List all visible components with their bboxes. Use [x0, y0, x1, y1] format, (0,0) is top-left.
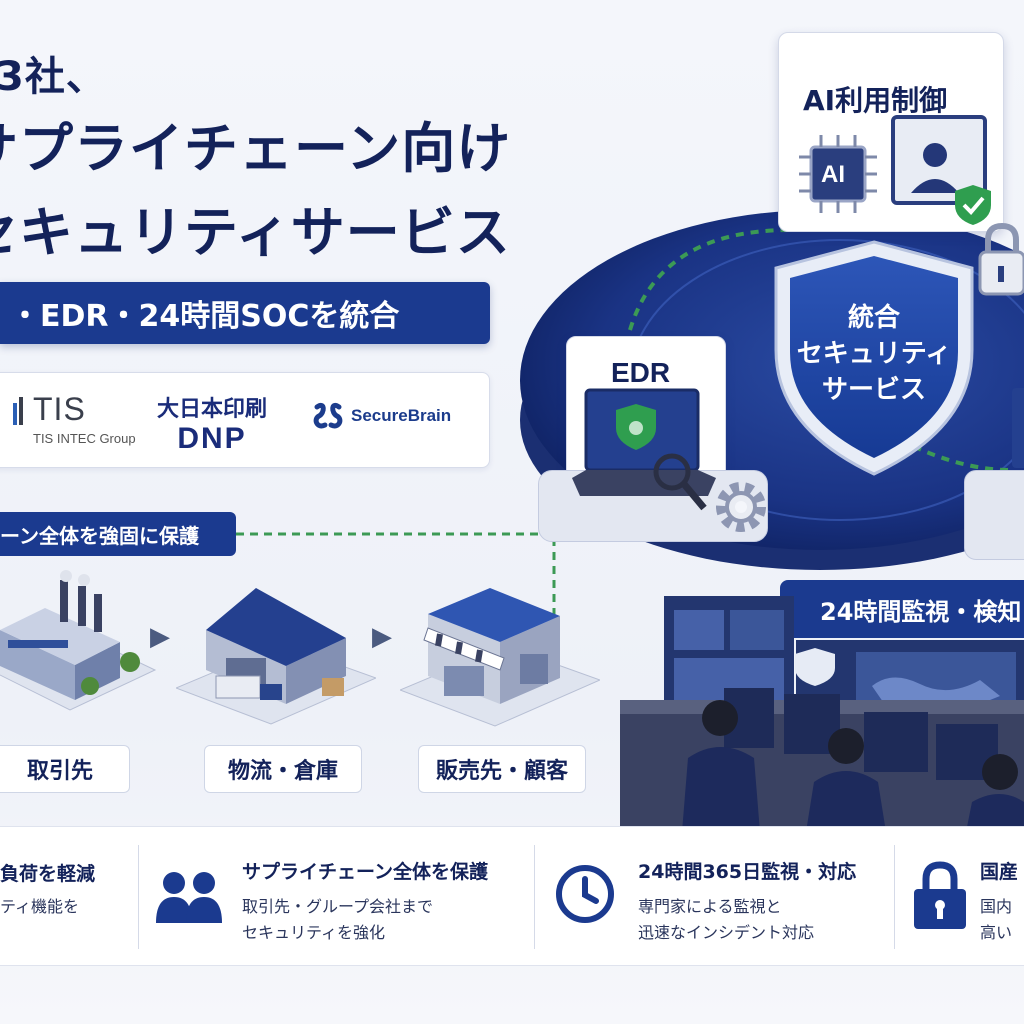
chain-arrow-icon: ▶ — [150, 622, 170, 652]
headline-line-1: サプライチェーン向け — [0, 117, 512, 180]
warehouse-illustration — [176, 588, 376, 725]
shield-label-line: セキュリティ — [796, 339, 952, 369]
chain-stage-label: 販売先・顧客 — [435, 759, 568, 784]
tis-mark-icon — [13, 397, 23, 425]
feature-24h-monitoring: 24時間365日監視・対応 専門家による監視と 迅速なインシデント対応 — [552, 827, 882, 967]
people-icon — [156, 872, 222, 923]
shield-label-line: 統合 — [847, 303, 900, 333]
feature-line: 専門家による監視と — [638, 897, 782, 916]
chain-stage-label: 物流・倉庫 — [227, 759, 338, 784]
lock-icon — [914, 861, 966, 929]
tis-sub: TIS INTEC Group — [33, 431, 136, 446]
tis-name: TIS — [33, 391, 86, 427]
ai-control-title: AI利用制御 — [803, 84, 948, 117]
partial-device-screen — [1012, 388, 1024, 468]
feature-title: 国産 — [980, 861, 1019, 883]
feature-divider — [138, 845, 139, 949]
feature-domestic: 国産 国内 高い — [908, 827, 1024, 967]
user-monitor-icon — [891, 115, 987, 205]
ai-chip-icon — [799, 135, 877, 213]
dnp-jp-name: 大日本印刷 — [156, 397, 267, 422]
feature-workload: 負荷を軽減 ティ機能を — [0, 827, 130, 967]
feature-supply-chain: サプライチェーン全体を保護 取引先・グループ会社まで セキュリティを強化 — [150, 827, 530, 967]
chain-stage-customer: 販売先・顧客 — [418, 745, 586, 793]
integrated-shield-icon — [774, 240, 974, 476]
feature-title: サプライチェーン全体を保護 — [242, 861, 489, 883]
soc-banner-text: 24時間監視・検知 — [820, 597, 1022, 626]
ai-control-card: AI利用制御 AI — [778, 32, 1004, 232]
dnp-logo: 大日本印刷 DNP — [147, 391, 277, 455]
partner-logos-panel: TIS TIS INTEC Group 大日本印刷 DNP SecureBrai… — [0, 372, 490, 468]
tagline-text: ・EDR・24時間SOCを統合 — [10, 299, 400, 334]
feature-divider — [894, 845, 895, 949]
clock-icon — [556, 865, 614, 923]
securebrain-name: SecureBrain — [351, 406, 452, 425]
headline-prefix: 3社、 — [0, 54, 107, 100]
chain-stage-label: 取引先 — [26, 759, 93, 784]
feature-line: 国内 — [980, 897, 1013, 916]
shield-label-line: サービス — [821, 375, 926, 405]
ai-chip-label: AI — [821, 161, 845, 188]
chain-stage-logistics: 物流・倉庫 — [204, 745, 362, 793]
securebrain-mark-icon — [313, 402, 343, 429]
soc-monitor-wall — [620, 596, 1024, 832]
feature-line: セキュリティを強化 — [242, 923, 386, 942]
tagline-banner: ・EDR・24時間SOCを統合 — [0, 282, 490, 344]
chain-stage-supplier: 取引先 — [0, 745, 130, 793]
feature-line: 迅速なインシデント対応 — [638, 923, 815, 942]
features-panel: 負荷を軽減 ティ機能を サプライチェーン全体を保護 取引先・グループ会社まで セ… — [0, 826, 1024, 966]
chain-banner-text: ーン全体を強固に保護 — [0, 523, 199, 548]
soc-banner: 24時間監視・検知 — [780, 580, 1024, 638]
feature-title: 24時間365日監視・対応 — [638, 861, 857, 883]
securebrain-logo: SecureBrain — [311, 399, 451, 433]
feature-line: 高い — [980, 923, 1013, 942]
chain-arrow-icon: ▶ — [372, 622, 392, 652]
padlock-icon — [978, 222, 1024, 296]
feature-line: 取引先・グループ会社まで — [242, 897, 434, 916]
feature-divider — [534, 845, 535, 949]
dnp-en-name: DNP — [177, 422, 247, 455]
chain-connector-line — [236, 532, 556, 626]
headline-line-2: セキュリティサービス — [0, 201, 511, 264]
feature-line: ティ機能を — [0, 897, 80, 916]
feature-title: 負荷を軽減 — [0, 863, 96, 885]
shield-label: 統合 セキュリティ サービス — [794, 300, 954, 408]
factory-illustration — [0, 570, 157, 711]
edr-card-title: EDR — [611, 357, 671, 388]
gear-icon — [716, 482, 766, 532]
edr-laptop-icon — [572, 388, 716, 511]
partial-device-card — [964, 470, 1024, 560]
shop-illustration — [400, 588, 600, 727]
verified-check-icon — [955, 185, 991, 225]
chain-banner: ーン全体を強固に保護 — [0, 512, 236, 556]
